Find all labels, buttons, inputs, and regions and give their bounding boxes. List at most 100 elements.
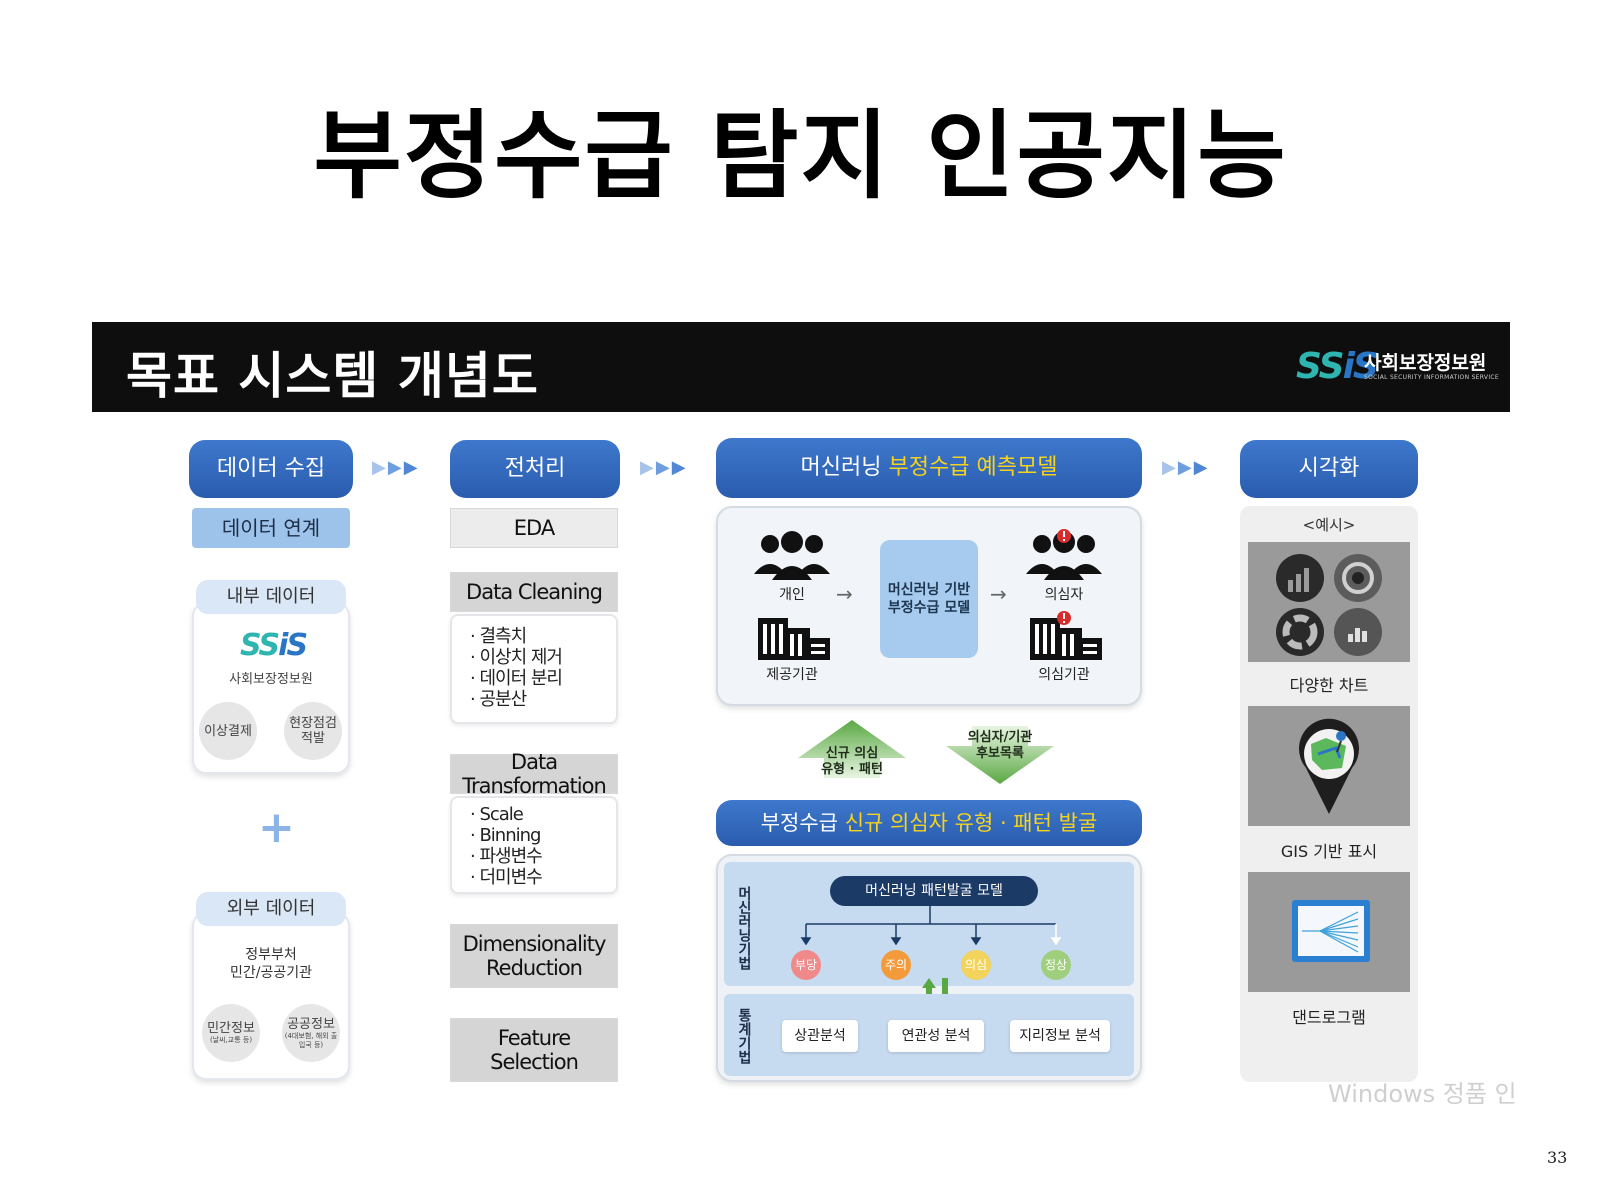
gis-caption: GIS 기반 표시 [1280,842,1378,861]
feedback-up-arrow-icon [798,720,906,778]
model-line-2: 부정수급 모델 [887,600,971,616]
level-suspicious: 의심 [961,950,991,980]
data-cleaning-list: · 결측치 · 이상치 제거 · 데이터 분리 · 공분산 [450,614,618,724]
external-line-2: 민간/공공기관 [230,965,312,981]
down-arrow-label: 의심자/기관 후보목록 [944,730,1056,762]
logo-subtitle: SOCIAL SECURITY INFORMATION SERVICE [1364,374,1499,381]
detected-text: 적발 [301,731,325,746]
feature-line-2: Selection [490,1050,579,1074]
tree-connector [800,906,1062,946]
public-info-circle: 공공정보(4대보험, 해외 출입국 등) [282,1004,340,1062]
logo-name: 사회보장정보원 [1364,352,1487,374]
cleaning-item: · 이상치 제거 [470,647,563,668]
private-info-text: 민간정보 [207,1021,255,1036]
dimensionality-reduction-box: Dimensionality Reduction [450,924,618,988]
eda-box: EDA [450,508,618,548]
level-caution: 주의 [881,950,911,980]
up-arrow-label-2: 유형 · 패턴 [821,762,883,777]
pattern-model-pill: 머신러닝 패턴발굴 모델 [830,876,1038,906]
transformation-item: · Scale [470,804,524,825]
public-info-text: 공공정보 [287,1016,335,1032]
plus-icon: + [258,802,295,853]
flow-arrows-3: ▶▶▶ [1162,457,1210,478]
chart-icons [1276,554,1382,656]
stat-technique-label: 통계기법 [736,1008,752,1064]
down-arrow-label-1: 의심자/기관 [967,730,1033,745]
cleaning-item: · 공분산 [470,689,527,710]
private-info-circle: 민간정보(날씨,교통 등) [202,1004,260,1062]
logo-mark: SSiS [1296,346,1379,387]
provider-label: 제공기관 [766,667,818,683]
up-arrow-label-1: 신규 의심 [825,746,879,761]
flow-arrows-2: ▶▶▶ [640,457,688,478]
page-number: 33 [1547,1148,1568,1167]
up-arrow-label: 신규 의심 유형 · 패턴 [796,746,908,778]
phase-ml-highlight: 부정수급 예측모델 [888,455,1058,480]
suspect-org-building-icon [1030,611,1102,660]
pattern-discovery-header: 부정수급 신규 의심자 유형 · 패턴 발굴 [716,800,1142,846]
feature-line-1: Feature [497,1026,571,1050]
internal-data-tab: 내부 데이터 [196,580,346,614]
data-transformation-list: · Scale · Binning · 파생변수 · 더미변수 [450,796,618,894]
data-transformation-box: Data Transformation [450,750,618,798]
gis-image [1248,706,1410,826]
pattern-prefix: 부정수급 [760,811,845,835]
data-cleaning-box: Data Cleaning [450,572,618,612]
page-title: 부정수급 탐지 인공지능 [313,100,1288,212]
association-analysis-box: 연관성 분석 [888,1020,984,1052]
model-line-1: 머신러닝 기반 [887,582,971,598]
suspect-people-icon [1026,529,1102,580]
gis-pin-icon [1299,718,1359,814]
level-normal: 정상 [1041,950,1071,980]
provider-building-icon [758,618,830,660]
banner-title: 목표 시스템 개념도 [126,347,539,405]
public-info-sub: (4대보험, 해외 출입국 등) [284,1031,338,1049]
dimred-line-2: Reduction [486,956,583,980]
dimred-line-1: Dimensionality [462,932,607,956]
external-line-1: 정부부처 [245,947,297,963]
private-info-sub: (날씨,교통 등) [209,1036,253,1044]
cleaning-item: · 데이터 분리 [470,668,563,689]
chart-icons-image [1248,542,1410,662]
dendrogram-icon [1292,900,1370,962]
dendrogram-image [1248,872,1410,992]
level-unjust: 부당 [791,950,821,980]
ml-fraud-model-box: 머신러닝 기반 부정수급 모델 [880,540,978,658]
geo-analysis-box: 지리정보 분석 [1010,1020,1110,1052]
individual-people-icon [754,531,830,580]
phase-data-collection: 데이터 수집 [189,440,353,498]
feedback-down-arrow-icon [946,726,1054,784]
ssis-logo: SSiS 사회보장정보원 SOCIAL SECURITY INFORMATION… [1296,344,1499,392]
ml-technique-label: 머신러닝기법 [736,886,752,970]
phase-visualization: 시각화 [1240,440,1418,498]
correlation-analysis-box: 상관분석 [782,1020,858,1052]
data-link-label: 데이터 연계 [192,508,350,548]
transformation-item: · 더미변수 [470,867,543,888]
dendrogram-caption: 댄드로그램 [1292,1008,1366,1027]
phase-ml-prefix: 머신러닝 [800,455,889,480]
phase-ml-model: 머신러닝 부정수급 예측모델 [716,438,1142,498]
onsite-inspection-text: 현장점검 [289,716,337,731]
section-banner: 목표 시스템 개념도 SSiS 사회보장정보원 SOCIAL SECURITY … [92,322,1510,412]
windows-watermark: Windows 정품 인 [1328,1080,1517,1108]
feature-selection-box: Feature Selection [450,1018,618,1082]
suspect-label: 의심자 [1044,587,1084,603]
arrow-right-icon: → [990,582,1007,606]
flow-arrows-1: ▶▶▶ [372,457,420,478]
down-arrow-label-2: 후보목록 [976,746,1024,761]
suspect-org-label: 의심기관 [1038,667,1090,683]
cleaning-item: · 결측치 [470,626,527,647]
transformation-item: · Binning [470,825,541,846]
chart-caption: 다양한 차트 [1289,676,1369,695]
individual-label: 개인 [779,587,805,603]
example-label: <예시> [1302,516,1356,534]
internal-org-name: 사회보장정보원 [229,672,313,687]
external-data-tab: 외부 데이터 [196,892,346,926]
pattern-highlight: 신규 의심자 유형 · 패턴 발굴 [844,811,1098,835]
phase-preprocessing: 전처리 [450,440,620,498]
abnormal-payment-circle: 이상결제 [199,702,257,760]
transformation-item: · 파생변수 [470,846,543,867]
internal-ssis-logo: SSiS [240,628,308,663]
arrow-right-icon: → [836,582,853,606]
